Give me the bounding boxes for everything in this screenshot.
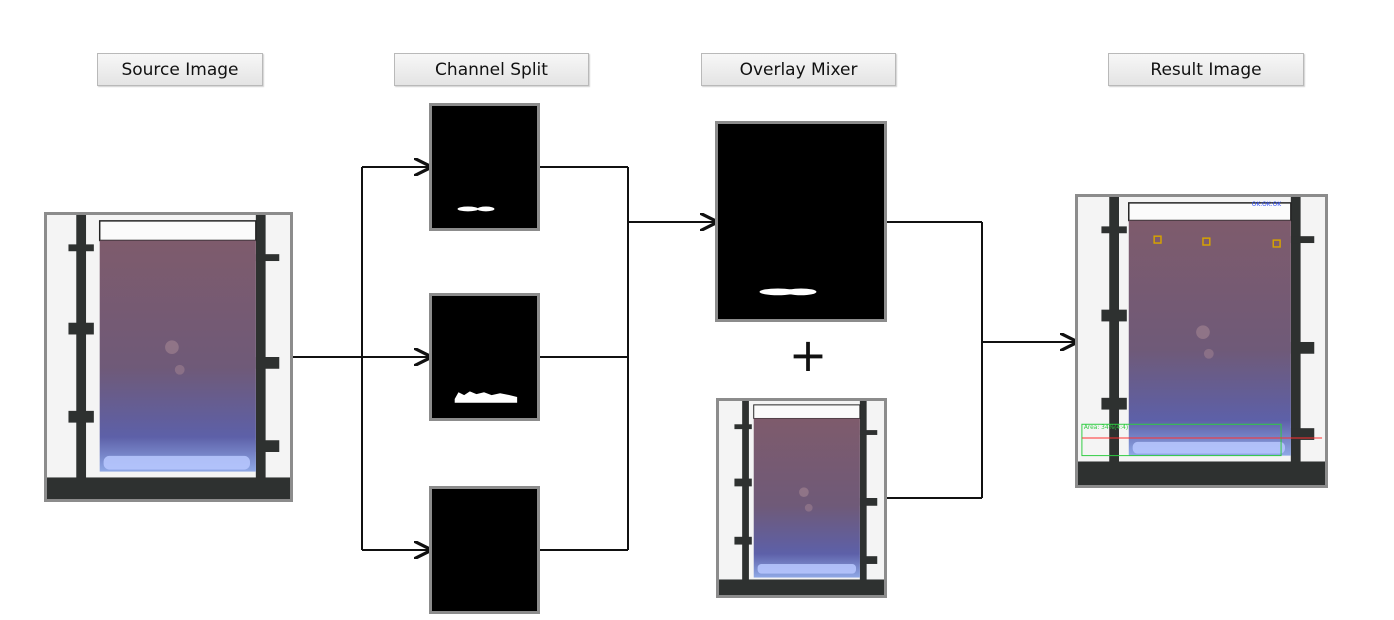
plus-icon: +: [788, 328, 828, 382]
source-image: [44, 212, 293, 502]
stage-label-channel-split: Channel Split: [394, 53, 589, 86]
detection-box-right: [1272, 239, 1281, 248]
stage-label-source: Source Image: [97, 53, 263, 86]
mixer-source-image: [716, 398, 887, 598]
mixer-mask: [715, 121, 887, 322]
channel-mask-2: [429, 293, 540, 421]
stage-label-result: Result Image: [1108, 53, 1304, 86]
detection-box-middle: [1202, 237, 1211, 246]
channel-mask-3: [429, 486, 540, 614]
result-overlay-left-text: Area: 34%(4:4): [1084, 425, 1128, 431]
channel-mask-1: [429, 103, 540, 231]
detection-region: [1081, 423, 1282, 457]
result-image: Area: 34%(4:4) OK:OK:OK: [1075, 194, 1328, 488]
detection-box-group: [1153, 235, 1281, 248]
detection-box-left: [1153, 235, 1162, 244]
result-overlay-right-text: OK:OK:OK: [1252, 202, 1281, 208]
stage-label-overlay-mixer: Overlay Mixer: [701, 53, 896, 86]
